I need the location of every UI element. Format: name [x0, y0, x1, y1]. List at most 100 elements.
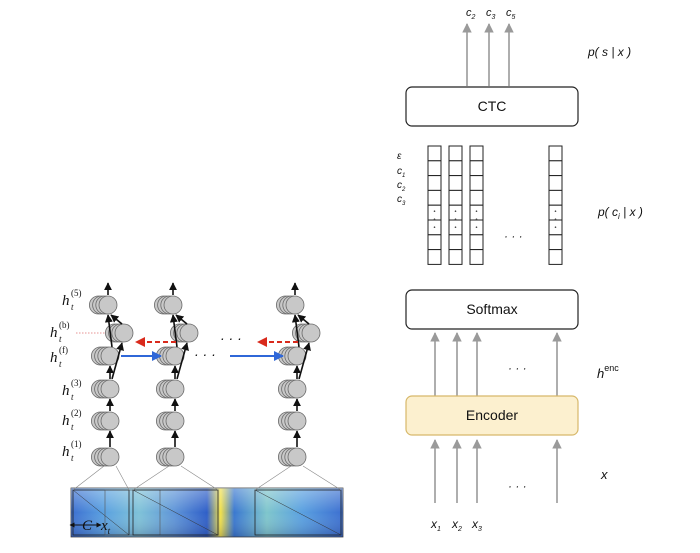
hidden-ellipsis: · · · — [508, 361, 527, 375]
prob-cell — [448, 145, 463, 162]
neuron — [285, 295, 305, 315]
input-label-3: x3 — [471, 517, 482, 533]
funnel-line — [72, 465, 105, 491]
prob-cell — [548, 175, 563, 191]
neuron-stacks — [89, 295, 321, 467]
neuron — [100, 447, 120, 467]
neuron — [100, 411, 120, 431]
context-diagonal-2 — [132, 489, 219, 536]
neuron — [287, 447, 307, 467]
column-dot — [554, 210, 557, 212]
connection-arrow — [169, 314, 178, 348]
neuron-stack-h2 — [155, 411, 185, 431]
column-dot — [433, 210, 436, 212]
connection-arrow — [298, 342, 311, 380]
output-label-3: c5 — [506, 7, 516, 21]
neuron — [100, 379, 120, 399]
prob-cell — [427, 204, 442, 221]
connection-arrow — [297, 314, 310, 325]
neuron — [165, 379, 185, 399]
neuron — [287, 411, 307, 431]
neuron-stack-h3 — [155, 379, 185, 399]
neuron — [163, 295, 183, 315]
output-arrows — [462, 23, 514, 86]
neuron-stack-h5 — [89, 295, 118, 315]
input-funnels — [72, 465, 342, 491]
encoder-box — [405, 395, 579, 436]
vocab-label-c2: c2 — [397, 180, 406, 193]
vocab-labels: ε c1 c2 c3 — [397, 151, 406, 207]
softmax-box-label: Softmax — [466, 301, 517, 317]
prob-cell — [548, 145, 563, 162]
neuron-stack-hb — [169, 323, 199, 343]
prob-column — [427, 145, 442, 265]
input-arrows — [430, 439, 562, 503]
neuron — [301, 323, 321, 343]
neuron-stack-h1 — [277, 447, 307, 467]
neuron-stack-hf — [91, 346, 120, 366]
neuron-stack-h1 — [155, 447, 185, 467]
prob-column — [548, 145, 563, 265]
prob-cell — [427, 145, 442, 162]
p-c-given-x-label: p( ci | x ) — [597, 205, 643, 221]
time-ellipsis-top: · · · — [220, 330, 242, 346]
prob-cell — [548, 234, 563, 251]
column-dot — [433, 226, 436, 228]
column-dot — [554, 226, 557, 228]
funnel-line — [302, 465, 342, 491]
xt-label: xt — [100, 518, 111, 536]
prob-cell — [548, 249, 563, 265]
column-dot — [454, 226, 457, 228]
prob-cell — [427, 189, 442, 206]
context-diagonal-3 — [254, 489, 342, 536]
prob-cell — [548, 160, 563, 177]
prob-column — [448, 145, 463, 265]
column-dot — [554, 218, 557, 220]
input-labels: x1 x2 x3 — [430, 517, 482, 533]
prob-cell — [469, 145, 484, 162]
ctc-box — [405, 86, 579, 127]
context-window-2 — [104, 489, 161, 536]
neuron-stack-h5 — [275, 295, 305, 315]
column-dot — [433, 218, 436, 220]
prob-column — [469, 145, 484, 265]
funnel-line — [115, 465, 130, 491]
prob-cell — [469, 204, 484, 221]
context-window-4 — [254, 489, 342, 536]
neuron-stack-h3 — [91, 379, 120, 399]
funnel-line — [254, 465, 292, 491]
h-enc-label: henc — [597, 363, 619, 381]
output-label-2: c3 — [486, 7, 496, 21]
vocab-label-c3: c3 — [397, 194, 406, 207]
prob-cell — [548, 204, 563, 221]
neuron-stack-h1 — [91, 447, 120, 467]
input-label-1: x1 — [430, 517, 441, 533]
layer-connections — [104, 282, 311, 447]
prob-cell — [469, 189, 484, 206]
connection-arrow — [111, 342, 124, 380]
prob-cell — [427, 160, 442, 177]
column-dot — [475, 226, 478, 228]
connection-arrow — [175, 314, 188, 325]
prob-cell — [469, 249, 484, 265]
hidden-arrows — [430, 332, 562, 396]
time-ellipsis-mid: · · · — [194, 346, 216, 362]
output-labels: c2 c3 c5 — [466, 7, 516, 21]
vocab-label-blank: ε — [397, 151, 402, 162]
prob-cell — [469, 234, 484, 251]
probability-columns — [427, 145, 563, 265]
funnel-line — [180, 465, 219, 491]
context-window-1 — [72, 489, 130, 536]
connection-arrow — [110, 314, 123, 325]
input-label-2: x2 — [451, 517, 462, 533]
context-diagonal-1 — [72, 489, 130, 536]
prob-cell — [448, 160, 463, 177]
input-ellipsis: · · · — [508, 479, 527, 493]
prob-cell — [427, 175, 442, 191]
